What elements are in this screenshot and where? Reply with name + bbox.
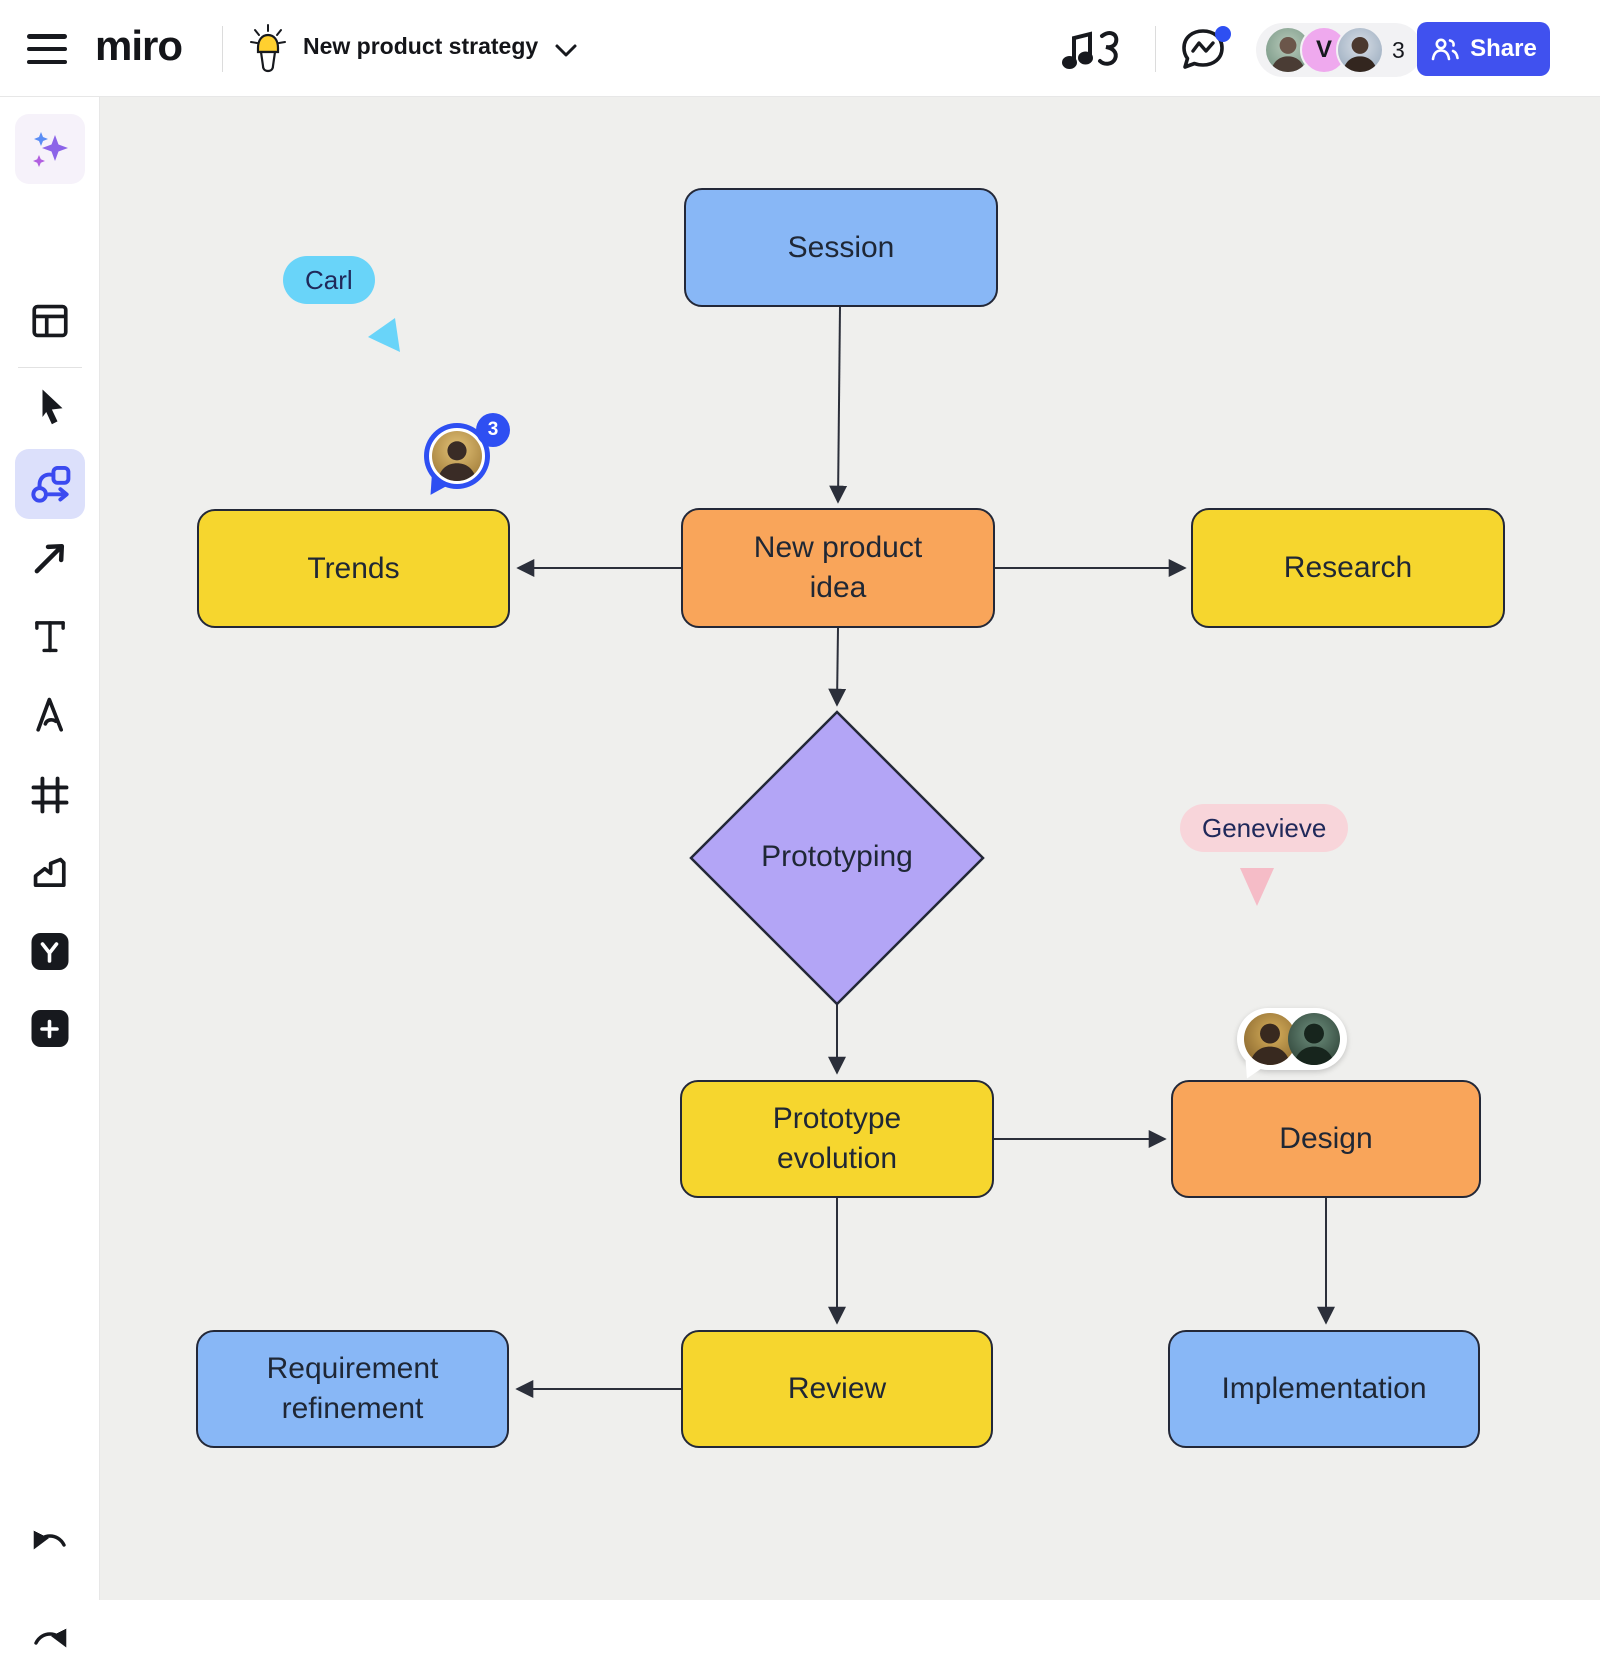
flowchart-node-session[interactable]: Session [684, 188, 998, 307]
collaborator-count: 3 [1392, 37, 1405, 64]
sidebar-item-add[interactable] [31, 1010, 68, 1047]
arrow-icon [29, 537, 71, 579]
undo-icon [28, 1527, 72, 1561]
redo-button[interactable] [28, 1625, 72, 1664]
node-label: Design [1279, 1119, 1372, 1159]
cursor-label-carl: Carl [283, 256, 375, 304]
miro-logo[interactable]: miro [95, 22, 182, 70]
person-silhouette-icon [1338, 28, 1382, 72]
sidebar-item-charts[interactable] [29, 851, 71, 893]
header-divider [1155, 26, 1156, 72]
sidebar-item-arrow[interactable] [29, 537, 71, 579]
sidebar-item-templates[interactable] [29, 300, 71, 342]
cursor-name: Genevieve [1202, 813, 1326, 844]
flowchart-node-requirement-refinement[interactable]: Requirement refinement [196, 1330, 509, 1448]
carl-cursor-icon [348, 300, 408, 360]
flowchart-node-review[interactable]: Review [681, 1330, 993, 1448]
comment-count-badge: 3 [476, 413, 510, 447]
plus-icon [31, 1010, 68, 1047]
person-silhouette-icon [432, 431, 482, 481]
connector-shapes-icon [27, 461, 73, 507]
sidebar-item-text[interactable] [29, 615, 71, 657]
templates-icon [29, 300, 71, 342]
header-divider [222, 26, 223, 72]
sidebar-item-select[interactable] [30, 385, 70, 429]
text-icon [29, 615, 71, 657]
person-silhouette-icon [1288, 1013, 1340, 1065]
sidebar-item-ai-assistant[interactable] [15, 114, 85, 184]
notification-dot [1215, 26, 1231, 42]
node-label: Implementation [1221, 1369, 1426, 1409]
share-button[interactable]: Share [1417, 22, 1550, 76]
avatar [1336, 26, 1384, 74]
toolbar-sidebar [0, 97, 100, 1600]
node-label: New product idea [749, 528, 927, 607]
collaborators-bubble-design[interactable] [1237, 1008, 1347, 1070]
main-menu-button[interactable] [27, 30, 67, 68]
share-people-icon [1430, 36, 1460, 62]
flowchart-node-prototype-evolution[interactable]: Prototype evolution [680, 1080, 994, 1198]
node-label: Trends [307, 549, 399, 589]
share-label: Share [1470, 35, 1537, 63]
node-label: Session [788, 228, 895, 268]
cursor-name: Carl [305, 265, 353, 296]
apps-y-icon [31, 933, 68, 970]
flowchart-node-design[interactable]: Design [1171, 1080, 1481, 1198]
bulb-icon [246, 22, 290, 74]
board-title[interactable]: New product strategy [303, 33, 538, 60]
genevieve-cursor-icon [1232, 862, 1282, 914]
cursor-label-genevieve: Genevieve [1180, 804, 1348, 852]
chart-icon [29, 851, 71, 893]
music-reactions-icon[interactable] [1060, 24, 1134, 74]
undo-button[interactable] [28, 1527, 72, 1566]
redo-icon [28, 1625, 72, 1659]
sidebar-item-frame[interactable] [28, 773, 72, 817]
chevron-down-icon[interactable] [553, 42, 579, 60]
node-label: Requirement refinement [234, 1349, 471, 1428]
menu-icon [27, 34, 67, 39]
avatar [1288, 1013, 1340, 1065]
sidebar-item-diagramming[interactable] [15, 449, 85, 519]
node-label: Review [788, 1369, 886, 1409]
sidebar-item-pen[interactable] [29, 693, 71, 735]
cursor-icon [30, 385, 70, 429]
sidebar-divider [18, 367, 82, 368]
frame-icon [28, 773, 72, 817]
sidebar-item-apps[interactable] [31, 933, 68, 970]
ai-sparkles-icon [28, 127, 72, 171]
flowchart-node-new-product-idea[interactable]: New product idea [681, 508, 995, 628]
node-label: Prototype evolution [748, 1099, 926, 1178]
collaborator-avatars[interactable]: V 3 [1256, 23, 1422, 77]
app-header: miro New product strategy [0, 0, 1600, 97]
pen-icon [29, 693, 71, 735]
node-label: Research [1284, 548, 1412, 588]
flowchart-node-trends[interactable]: Trends [197, 509, 510, 628]
flowchart-node-implementation[interactable]: Implementation [1168, 1330, 1480, 1448]
flowchart-node-research[interactable]: Research [1191, 508, 1505, 628]
chat-icon[interactable] [1176, 24, 1234, 76]
